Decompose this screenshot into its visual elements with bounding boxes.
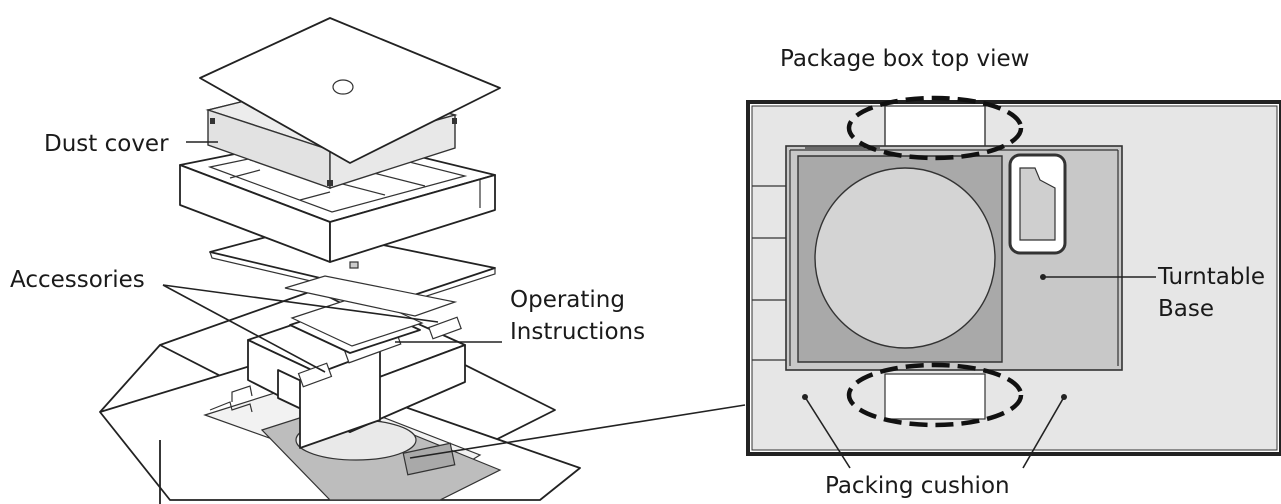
label-operating-instructions-1: Operating xyxy=(510,287,625,313)
turntable-platter xyxy=(814,167,996,349)
label-operating-instructions-2: Instructions xyxy=(510,319,645,345)
accessory-tray xyxy=(247,294,466,449)
top-slot xyxy=(884,105,986,151)
label-package-box-top-view: Package box top view xyxy=(780,46,1030,72)
exploded-view xyxy=(99,17,746,504)
package-box-top-view xyxy=(746,95,1281,469)
bottom-slot xyxy=(884,373,986,420)
top-highlight-ellipse xyxy=(846,95,1024,161)
label-base: Base xyxy=(1158,296,1214,322)
label-accessories: Accessories xyxy=(10,267,145,293)
carton-lid xyxy=(199,17,501,164)
bottom-highlight-ellipse xyxy=(846,362,1024,428)
label-dust-cover: Dust cover xyxy=(44,131,169,157)
label-turntable: Turntable xyxy=(1157,264,1265,290)
label-packing-cushion: Packing cushion xyxy=(825,473,1010,499)
left-leader-lines xyxy=(162,141,746,459)
labels: Dust cover Accessories Operating Instruc… xyxy=(10,46,1265,499)
